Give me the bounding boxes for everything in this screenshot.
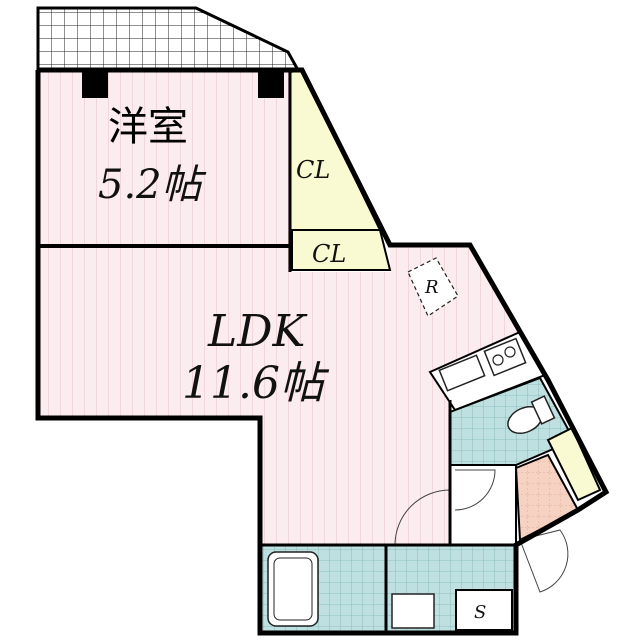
sink-icon [438,354,486,392]
bathtub-icon [267,551,319,627]
refrigerator-space [407,257,459,317]
entrance-door-swing [519,529,569,593]
western-room-floor [38,70,290,246]
outer-wall [35,67,610,636]
toilet-tank-icon [530,395,556,425]
bathtub-inner-icon [273,557,313,621]
stove-icon [483,337,527,377]
closet-upper-label: CL [296,156,330,184]
western-room-size: 5.2帖 [98,162,207,208]
burner-icon [504,346,516,358]
pillar [258,70,284,98]
door-swing [454,469,496,511]
ldk-name: LDK [207,306,307,357]
ldk-floor [38,245,540,545]
closet-lower [291,229,392,271]
closet-upper [289,68,382,231]
balcony [36,6,301,72]
refrigerator-label: R [424,277,439,298]
storage-label: S [474,602,486,623]
washer-pan [391,593,435,629]
ldk-size: 11.6帖 [182,358,330,409]
washroom [449,464,517,546]
shoe-cabinet [546,426,602,502]
pillar [82,70,108,98]
storage [455,589,513,631]
closet-lower-label: CL [312,240,346,268]
western-room-name: 洋室 [108,104,188,150]
burner-icon [492,354,504,366]
washroom-door-swing [394,489,451,546]
